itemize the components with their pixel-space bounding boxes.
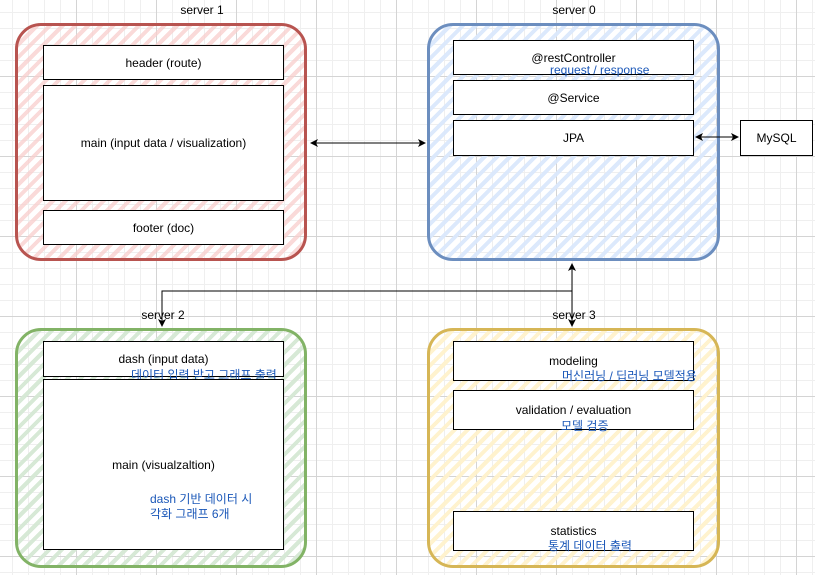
service-box[interactable]: @Service (453, 80, 694, 115)
jpa-box[interactable]: JPA (453, 120, 694, 156)
server-2-main-note-line-1: dash 기반 데이터 시 (150, 492, 253, 506)
server-2-main-box[interactable] (43, 379, 284, 550)
server0-server2-connector (158, 263, 576, 327)
rest-controller-box[interactable]: @restController (453, 40, 694, 75)
dash-box[interactable]: dash (input data) (43, 341, 284, 377)
server-2-main-label: main (visualzaltion) (112, 458, 215, 472)
mysql-box[interactable]: MySQL (740, 120, 813, 156)
server-1-main-box[interactable]: main (input data / visualization) (43, 85, 284, 201)
server-0-title: server 0 (552, 3, 596, 17)
modeling-box[interactable]: modeling (453, 341, 694, 381)
statistics-box[interactable]: statistics (453, 511, 694, 551)
server-1-footer-box[interactable]: footer (doc) (43, 210, 284, 245)
server-1-header-box[interactable]: header (route) (43, 45, 284, 80)
server-1-title: server 1 (180, 3, 224, 17)
rest-controller-note: request / response (550, 63, 650, 77)
validation-box[interactable]: validation / evaluation (453, 390, 694, 430)
dash-note: 데이터 입력 받고 그래프 출력 (131, 368, 277, 382)
server-2-main-note-line-2: 각화 그래프 6개 (150, 507, 230, 521)
validation-note: 모델 검증 (561, 419, 609, 433)
statistics-note: 통계 데이터 출력 (548, 539, 632, 553)
modeling-note: 머신러닝 / 딥러닝 모델적용 (562, 369, 697, 383)
